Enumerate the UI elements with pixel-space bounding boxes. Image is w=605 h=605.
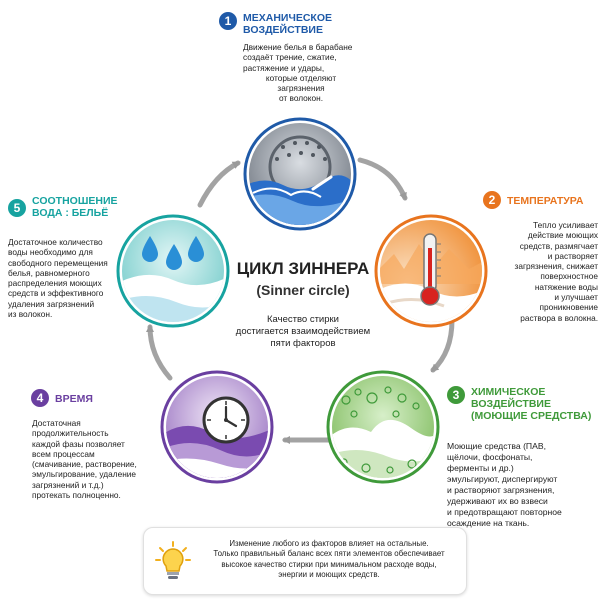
- factor-4-title: ВРЕМЯ: [55, 393, 93, 405]
- factor-1-badge: 1: [219, 12, 237, 30]
- factor-1-text: Движение белья в барабане создаёт трение…: [243, 42, 353, 104]
- foam-bubbles-icon: [326, 370, 440, 484]
- factor-4-badge: 4: [31, 389, 49, 407]
- factor-2-text: Тепло усиливает действие моющих средств,…: [514, 220, 598, 323]
- factor-3-badge: 3: [447, 386, 465, 404]
- factor-4-text: Достаточная продолжительность каждой фаз…: [32, 418, 137, 501]
- lightbulb-icon: [155, 541, 191, 579]
- note-text: Изменение любого из факторов влияет на о…: [213, 539, 445, 580]
- washing-drum-icon: [243, 117, 357, 231]
- factor-3-text: Моющие средства (ПАВ, щёлочи, фосфонаты,…: [447, 441, 562, 528]
- arrow-5-to-1: [197, 160, 241, 208]
- factor-5-title: СООТНОШЕНИЕ ВОДА : БЕЛЬЁ: [32, 195, 118, 219]
- center-subtitle: (Sinner circle): [256, 282, 350, 298]
- center-title: ЦИКЛ ЗИННЕРА: [236, 259, 370, 278]
- arrow-1-to-2: [357, 157, 408, 201]
- factor-3-title: ХИМИЧЕСКОЕ ВОЗДЕЙСТВИЕ (МОЮЩИЕ СРЕДСТВА): [471, 386, 592, 422]
- factor-5-badge: 5: [8, 199, 26, 217]
- note-box: Изменение любого из факторов влияет на о…: [143, 527, 467, 595]
- center-text: Качество стирки достигается взаимодейств…: [235, 314, 371, 349]
- factor-2-title: ТЕМПЕРАТУРА: [507, 195, 584, 207]
- factor-2-badge: 2: [483, 191, 501, 209]
- thermometer-icon: [374, 214, 488, 328]
- water-drops-icon: [116, 214, 230, 328]
- arrow-4-to-5: [146, 324, 173, 381]
- clock-icon: [160, 370, 274, 484]
- factor-5-text: Достаточное количество воды необходимо д…: [8, 237, 108, 320]
- arrow-2-to-3: [430, 317, 455, 373]
